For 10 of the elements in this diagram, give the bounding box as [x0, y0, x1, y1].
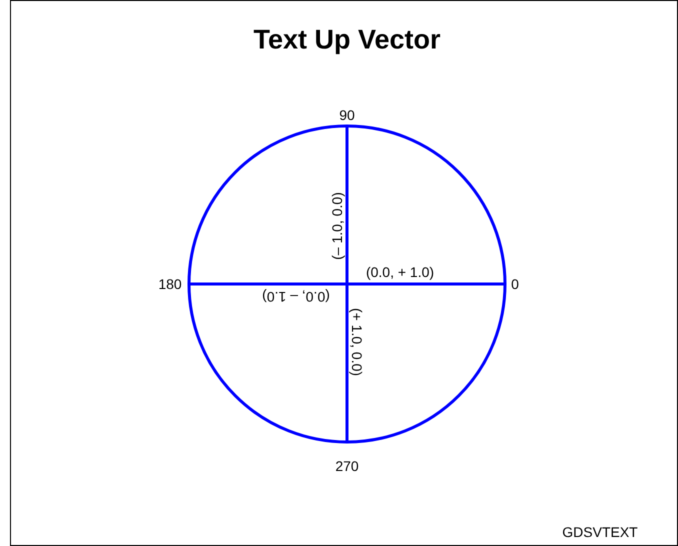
graph-name: GDSVTEXT: [562, 525, 638, 539]
vector-label: (+ 1.0, 0.0): [350, 308, 364, 376]
angle-label: 270: [335, 459, 359, 473]
title: Text Up Vector: [253, 26, 441, 54]
vector-label: (0.0, + 1.0): [366, 265, 434, 279]
vector-label: (– 1.0, 0.0): [330, 192, 344, 260]
vector-label: (0.0, – 1.0): [262, 290, 330, 304]
angle-label: 0: [511, 277, 519, 291]
angle-label: 90: [339, 108, 355, 122]
angle-label: 180: [158, 277, 182, 291]
